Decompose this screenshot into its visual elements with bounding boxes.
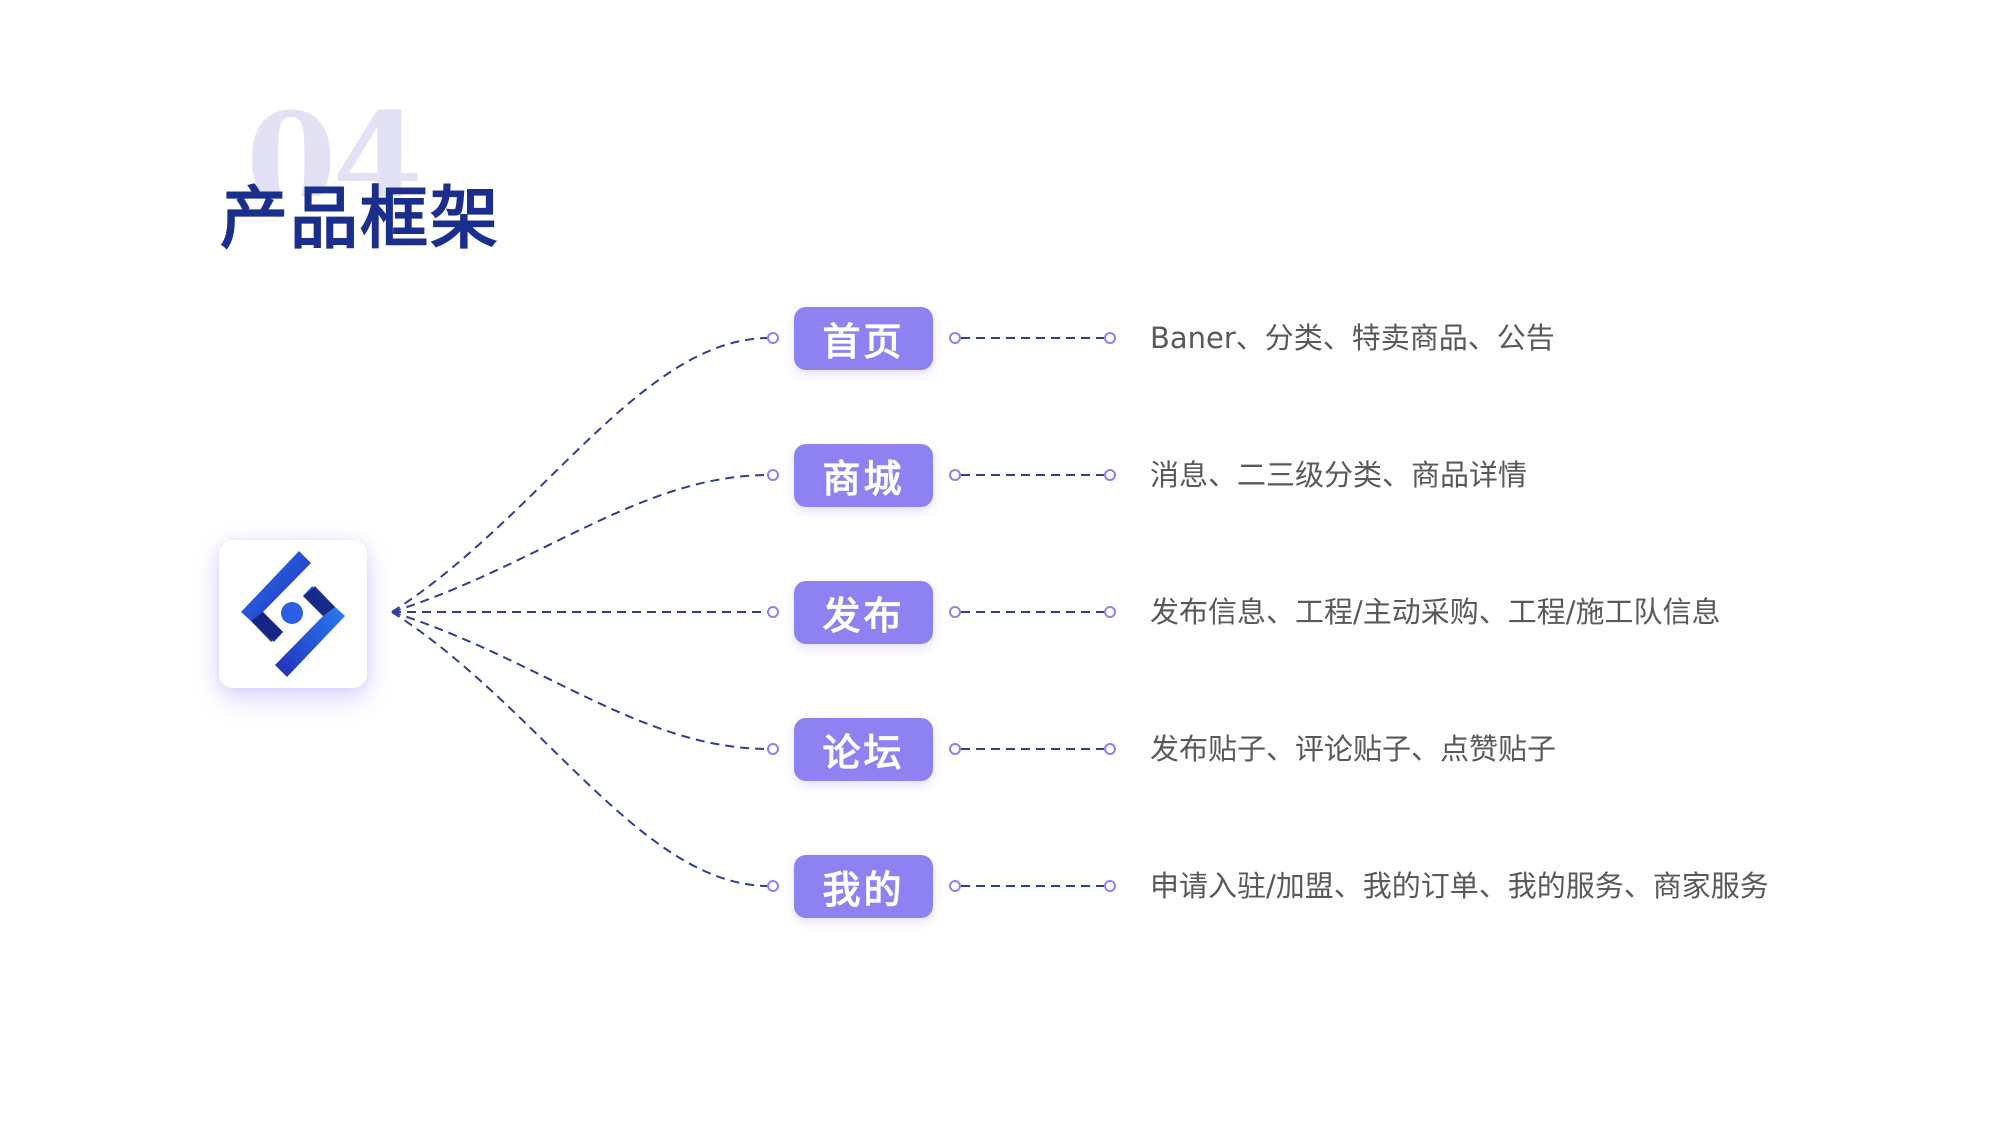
module-mine-button[interactable]: 我的 [794,855,933,918]
desc-start-dot-mall [949,469,961,481]
branch-end-dot-forum [767,743,779,755]
desc-start-dot-mine [949,880,961,892]
module-home-description: Baner、分类、特卖商品、公告 [1150,321,1555,355]
module-forum-description: 发布贴子、评论贴子、点赞贴子 [1150,732,1557,766]
module-mine-description: 申请入驻/加盟、我的订单、我的服务、商家服务 [1150,869,1769,903]
branch-end-dot-home [767,332,779,344]
branch-end-dot-publish [767,606,779,618]
module-publish-button[interactable]: 发布 [794,581,933,644]
section-number-watermark: 04 [246,96,423,196]
module-publish-description: 发布信息、工程/主动采购、工程/施工队信息 [1150,595,1721,629]
module-home-button[interactable]: 首页 [794,307,933,370]
branch-line-mine [391,611,770,887]
desc-end-dot-publish [1104,606,1116,618]
desc-end-dot-forum [1104,743,1116,755]
module-mall-description: 消息、二三级分类、商品详情 [1150,458,1528,492]
branch-end-dot-mine [767,880,779,892]
desc-end-dot-home [1104,332,1116,344]
branch-line-home [391,337,770,613]
app-logo-icon [241,551,345,677]
page-title: 产品框架 [220,180,501,259]
desc-start-dot-home [949,332,961,344]
branch-end-dot-mall [767,469,779,481]
module-mall-button[interactable]: 商城 [794,444,933,507]
module-forum-button[interactable]: 论坛 [794,718,933,781]
desc-end-dot-mine [1104,880,1116,892]
desc-end-dot-mall [1104,469,1116,481]
desc-start-dot-publish [949,606,961,618]
branch-line-mall [391,474,770,613]
desc-start-dot-forum [949,743,961,755]
app-logo [219,540,367,688]
branch-line-forum [391,611,770,750]
